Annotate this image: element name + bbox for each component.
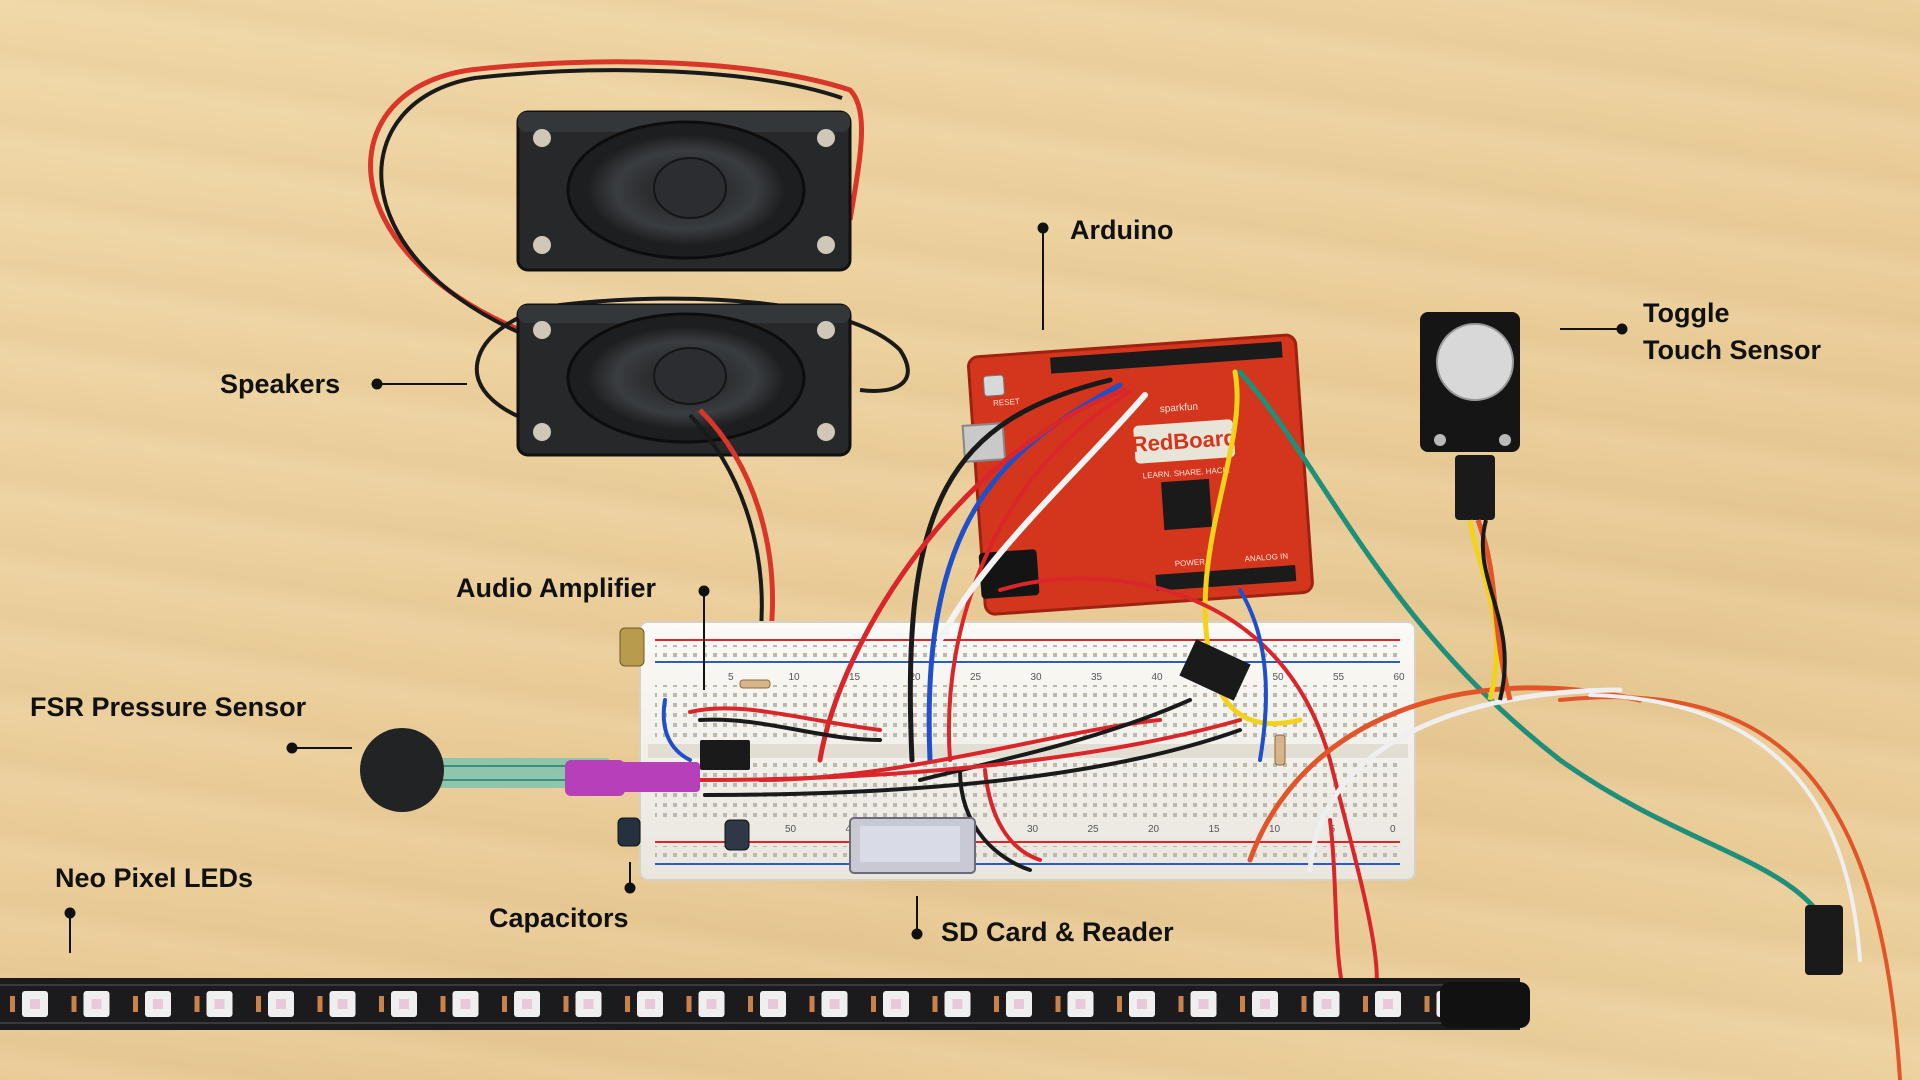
breadboard-components xyxy=(590,627,1286,874)
touch-sensor-cable xyxy=(1467,519,1500,701)
label-toggle-line2: Touch Sensor xyxy=(1643,335,1822,365)
led-pixel xyxy=(994,991,1032,1017)
speaker-lead-black xyxy=(688,413,764,641)
neopixel-led-strip xyxy=(0,978,1530,1030)
breadboard-number: 25 xyxy=(970,672,982,683)
capacitors-group xyxy=(617,627,750,851)
wire-white-3 xyxy=(1588,693,1862,962)
led-pixel xyxy=(1301,991,1340,1017)
label-audio-amplifier: Audio Amplifier xyxy=(456,573,656,603)
led-pixel xyxy=(379,991,417,1017)
label-toggle-touch-sensor: Toggle Touch Sensor xyxy=(1643,295,1821,369)
label-sd-card-reader: SD Card & Reader xyxy=(941,917,1174,947)
wire-red-breadboard xyxy=(688,706,882,732)
wire-black-1 xyxy=(907,377,1113,763)
wire-black-fsr xyxy=(703,728,1242,797)
led-pixel xyxy=(1117,991,1155,1017)
led-pixel xyxy=(871,991,909,1017)
speaker-wire-lower-loop xyxy=(474,296,910,432)
breadboard: 51015202530354045505560 5045403530252015… xyxy=(639,621,1416,881)
led-pixel xyxy=(1178,991,1217,1017)
speakers xyxy=(368,59,910,641)
led-pixel xyxy=(133,991,171,1017)
board-power-label: POWER xyxy=(1174,557,1205,568)
led-pixel xyxy=(563,991,602,1017)
speaker-lead-red xyxy=(698,408,775,641)
led-pixel xyxy=(932,991,971,1017)
label-capacitors: Capacitors xyxy=(489,903,629,933)
led-pixel xyxy=(71,991,110,1017)
breadboard-number: 30 xyxy=(1031,672,1043,683)
wire-orange-1 xyxy=(1247,685,1643,863)
label-toggle-line1: Toggle xyxy=(1643,298,1730,328)
label-speakers: Speakers xyxy=(220,369,341,399)
led-pixel xyxy=(625,991,663,1017)
breadboard-number: 15 xyxy=(849,672,861,683)
breadboard-number: 10 xyxy=(789,672,801,683)
label-arduino: Arduino xyxy=(1070,215,1174,245)
board-analog-label: ANALOG IN xyxy=(1244,552,1288,564)
board-reset-label: RESET xyxy=(993,397,1020,408)
breadboard-number: 25 xyxy=(1088,824,1100,835)
breadboard-number: 60 xyxy=(1394,672,1406,683)
led-pixel xyxy=(256,991,294,1017)
breadboard-number: 40 xyxy=(1152,672,1164,683)
wire-black-3 xyxy=(958,768,1032,872)
breadboard-number: 50 xyxy=(1273,672,1285,683)
toggle-touch-sensor xyxy=(1420,312,1520,701)
led-pixel xyxy=(502,991,540,1017)
wire-blue-2 xyxy=(1238,588,1268,762)
breadboard-number: 0 xyxy=(1390,824,1396,835)
breadboard-number: 20 xyxy=(1148,824,1160,835)
wire-red-fsr xyxy=(698,718,1242,782)
wire-teal-1 xyxy=(1237,369,1843,963)
led-pixel xyxy=(1055,991,1094,1017)
led-strip-connector xyxy=(1805,905,1843,975)
audio-amplifier-chip xyxy=(700,740,750,770)
led-pixel xyxy=(686,991,725,1017)
led-pixel xyxy=(194,991,233,1017)
wire-white-1 xyxy=(937,392,1148,643)
fsr-pressure-sensor xyxy=(360,728,625,812)
wire-red-long xyxy=(998,576,1379,1013)
breadboard-number: 5 xyxy=(728,672,734,683)
breadboard-number: 30 xyxy=(1027,824,1039,835)
speaker-top xyxy=(516,110,852,272)
speaker-wire-red xyxy=(368,59,865,333)
breadboard-number: 50 xyxy=(785,824,797,835)
breadboard-number: 10 xyxy=(1269,824,1281,835)
leader-lines xyxy=(64,222,1628,953)
led-pixel xyxy=(1240,991,1278,1017)
led-pixel xyxy=(809,991,848,1017)
arduino-redboard: RedBoard LEARN. SHARE. HACK. sparkfun RE… xyxy=(961,333,1314,616)
wire-black-2 xyxy=(918,698,1192,782)
led-pixel xyxy=(440,991,479,1017)
wire-red-2 xyxy=(947,390,1132,762)
speaker-wire-black xyxy=(379,68,843,337)
label-fsr-pressure-sensor: FSR Pressure Sensor xyxy=(30,692,307,722)
board-brand: sparkfun xyxy=(1159,401,1198,415)
speaker-bottom xyxy=(516,303,852,457)
wire-white-2 xyxy=(1307,687,1623,873)
wire-red-4 xyxy=(983,768,1042,862)
breadboard-number: 55 xyxy=(1333,672,1345,683)
breadboard-number: 20 xyxy=(910,672,922,683)
led-pixel xyxy=(10,991,48,1017)
led-pixel xyxy=(317,991,356,1017)
led-pixel xyxy=(1363,991,1401,1017)
wire-red-1 xyxy=(817,387,1128,763)
label-neo-pixel-leds: Neo Pixel LEDs xyxy=(55,863,254,893)
wire-blue-3 xyxy=(661,698,692,762)
breadboard-number: 35 xyxy=(1091,672,1103,683)
jumper-wires xyxy=(661,369,1902,1080)
wire-yellow-1 xyxy=(1202,369,1303,727)
led-pixel xyxy=(748,991,786,1017)
breadboard-number: 15 xyxy=(1209,824,1221,835)
wire-black-breadboard xyxy=(698,717,882,742)
